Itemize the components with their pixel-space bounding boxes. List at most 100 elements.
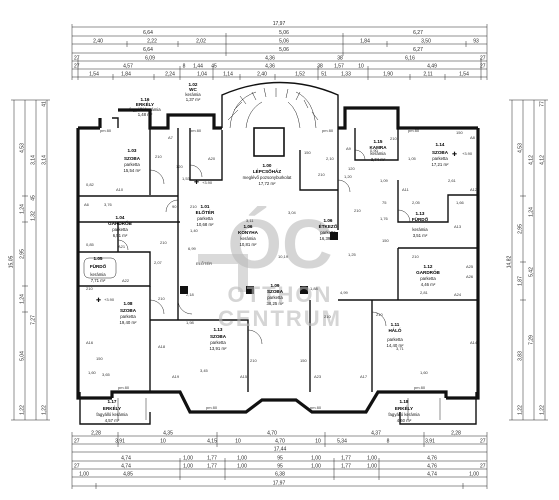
room-area: 10,81 m² [240,242,258,247]
opening-size: 210 [160,240,167,245]
room-code: 1.15 [374,139,383,144]
room-code: 1.03 [128,148,137,153]
dim-right-c2: 4,53 [518,143,524,153]
dim-top-r5: 6,09 [145,56,155,62]
dim-bottom-r2: 8 [387,439,390,445]
dim-top-r7: 1,84 [121,72,131,78]
room-name: GARDRÓB [108,219,132,226]
door-code: A15 [240,374,248,379]
door-code: A16 [86,340,94,345]
opening-size: 90 [172,204,177,209]
dim-top-r4: 6,27 [413,47,423,53]
room-floor: kerámia [412,227,428,232]
dim-bottom-r2: 10 [235,439,241,445]
dim-bottom-r2: 10 [160,439,166,445]
dim-top-r6: 4,49 [427,64,437,70]
room-area: 15,54 m² [124,168,142,173]
dim-top-r7: 2,11 [423,72,433,78]
opening-size: 1,25 [348,252,357,257]
room-area: 17,21 m² [432,162,450,167]
dim-top-r6: 4,36 [265,64,275,70]
dim-top-r7: 1,54 [89,72,99,78]
dim-top-r7: 51 [321,72,327,78]
level-marker: +3.90 [104,297,115,302]
dim-right-overall: 14,82 [507,256,513,269]
dim-top-r2: 6,64 [143,30,153,36]
dim-top-r5: 27 [480,56,486,62]
room-name: SZOBA [124,156,141,161]
room-floor: parketta [320,230,336,235]
dim-bottom-r2: 10 [315,439,321,445]
dim-left-c4: 41 [42,101,48,107]
opening-size: 75 [382,200,387,205]
opening-size: 210 [158,296,165,301]
opening-size: 210 [390,136,397,141]
opening-size: 150 [96,356,103,361]
room-area: 1,48 m² [138,112,153,117]
dim-top-r5: 38 [337,56,343,62]
dim-bottom-r1: 4,35 [163,431,173,437]
room-code: 1.11 [391,322,400,327]
room-code: 1.12 [424,264,433,269]
opening-size: 210 [376,312,383,317]
dim-top-r3: 2,02 [196,39,206,45]
door-code: A23 [314,374,322,379]
dim-bottom-r6: 4,85 [123,472,133,478]
opening-size: 150 [382,238,389,243]
dim-bottom-r5: 95 [277,464,283,470]
pm-label: pm 80 [118,385,130,390]
dim-top-r6: 10 [358,64,364,70]
watermark-line2: CENTRUM [218,306,342,331]
room-area: 19,40 m² [120,320,138,325]
dim-bottom-r4: 1,00 [367,456,377,462]
dim-top-r7: 2,40 [257,72,267,78]
opening-size: 120 [176,164,183,169]
dim-right-c3: 7,29 [529,335,535,345]
top-dimension-lines: 17,97 6,64 5,06 6,27 2,40 2,22 2,02 5,06… [71,21,488,80]
compass-icon: ✚ [96,297,101,304]
dim-bottom-r5: 27 [74,464,80,470]
eloter-sign: ELŐTÉR [196,261,212,266]
opening-size: 6,99 [188,246,197,251]
dim-top-r5: 4,36 [265,56,275,62]
dim-top-r4: 5,06 [279,47,289,53]
opening-size: 150 [304,150,311,155]
dim-bottom-r4: 1,77 [207,456,217,462]
door-code: A12 [470,187,478,192]
room-floor: parketta [124,162,140,167]
door-code: A22 [122,278,130,283]
room-area: 7,71 m² [91,278,106,283]
pm-label: pm 80 [206,405,218,410]
dim-bottom-r1: 2,28 [451,431,461,437]
dim-bottom-r2: 3,91 [115,439,125,445]
door-code: A11 [402,187,410,192]
dim-top-r3: 2,40 [93,39,103,45]
door-code: A14 [470,340,478,345]
room-code: 1.17 [108,399,117,404]
dim-bottom-r4: 95 [277,456,283,462]
dim-top-r6: 27 [480,64,486,70]
room-name: KONYHA [238,230,259,235]
room-floor: kerámia [240,236,256,241]
opening-size: 210 [155,154,162,159]
door-code: A18 [158,344,166,349]
bathtub [83,257,117,279]
dim-right-c2: 2,95 [518,224,524,234]
dim-top-r3: 5,06 [279,39,289,45]
opening-size: 210 [250,358,257,363]
dim-top-overall: 17,97 [273,21,286,27]
room-name: ELŐTÉR [196,208,215,215]
room-code: 1.09 [271,283,280,288]
door-code: A20 [208,156,216,161]
dim-left-c2: 1,24 [20,294,26,304]
dim-left-c3: 1,32 [31,211,37,221]
dim-bottom-r5: 1,00 [237,464,247,470]
level-marker: +3.90 [462,151,473,156]
dim-bottom-r2: 27 [74,439,80,445]
level-marker: +3.90 [202,180,213,185]
opening-size: 210 [190,204,197,209]
opening-size: 210 [354,208,361,213]
column [330,232,338,240]
room-code: 1.05 [94,256,103,261]
